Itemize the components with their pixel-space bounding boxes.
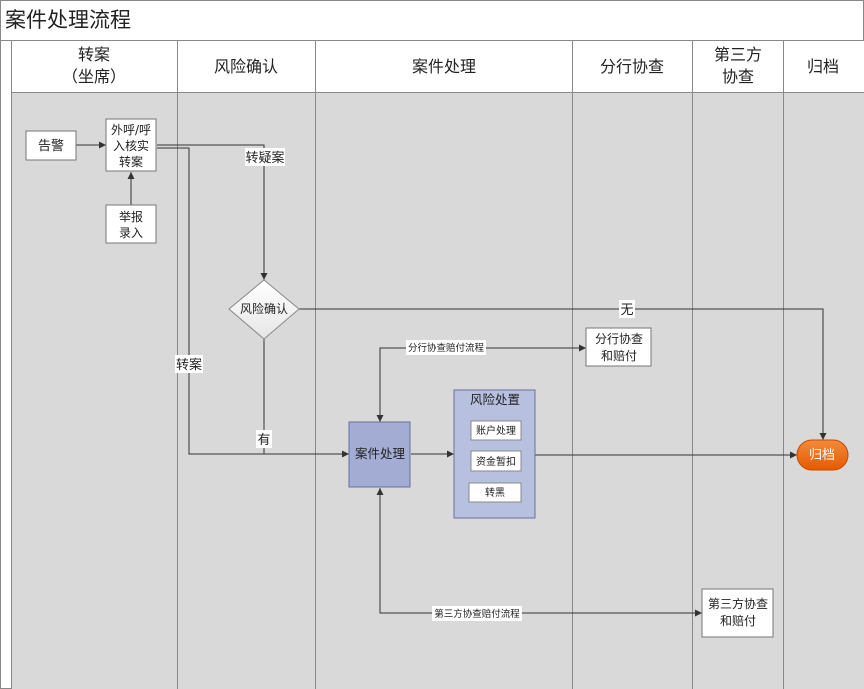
node-call-verify-l3: 转案: [119, 154, 143, 169]
label-bg: [432, 606, 522, 621]
label-bg: [245, 148, 285, 166]
lane-header-case: 案件处理: [412, 57, 476, 76]
node-third-l2: 和赔付: [720, 613, 756, 628]
edge-verify-to-risk: [157, 144, 268, 280]
lane-header-row: [11, 41, 864, 92]
label-transfer-case: 转案: [176, 358, 202, 373]
label-third-flow: 第三方协查赔付流程: [434, 608, 520, 620]
node-alarm-label: 告警: [38, 138, 64, 154]
node-alarm[interactable]: 告警: [25, 130, 77, 161]
node-call-verify[interactable]: 外呼/呼 入核实 转案: [105, 118, 157, 172]
label-bg: [619, 300, 635, 318]
label-no-risk: 无: [620, 303, 633, 318]
node-risk-disposal[interactable]: 风险处置 账户处理 资金暂扣 转黑: [453, 389, 536, 519]
node-report-entry[interactable]: 举报 录入: [105, 204, 157, 244]
edge-case-third: [376, 488, 702, 617]
edge-verify-to-case: [157, 147, 349, 458]
node-risk-disposal-title: 风险处置: [470, 392, 520, 407]
node-branch-l2: 和赔付: [601, 348, 637, 363]
lane-header-third-sub: 协查: [722, 67, 754, 86]
node-report-entry-l1: 举报: [119, 209, 143, 224]
node-risk-confirm[interactable]: 风险确认: [228, 279, 300, 340]
diagram-title: 案件处理流程: [5, 8, 131, 32]
label-branch-flow: 分行协查赔付流程: [408, 342, 485, 354]
lane-header-transfer: 转案: [78, 45, 110, 64]
lane-header-transfer-sub: （坐席）: [62, 67, 126, 86]
label-bg: [406, 340, 486, 355]
disposal-item-blacklist[interactable]: 转黑: [468, 482, 522, 503]
lane-header-risk: 风险确认: [214, 57, 278, 76]
lane-header-third: 第三方: [714, 45, 762, 64]
label-has-risk: 有: [257, 433, 270, 448]
node-archive-label: 归档: [809, 448, 835, 463]
node-report-entry-l2: 录入: [119, 226, 143, 240]
label-bg: [175, 355, 203, 373]
disposal-item-freeze[interactable]: 资金暂扣: [470, 450, 522, 472]
disposal-item-account-label: 账户处理: [476, 424, 516, 437]
lane-header-branch: 分行协查: [600, 57, 664, 76]
node-case-handling-label: 案件处理: [355, 446, 406, 461]
node-archive[interactable]: 归档: [796, 439, 849, 471]
node-third-l1: 第三方协查: [708, 596, 768, 611]
disposal-item-freeze-label: 资金暂扣: [476, 455, 516, 468]
node-branch-compensation[interactable]: 分行协查 和赔付: [585, 327, 652, 367]
edge-case-branch: [376, 344, 586, 422]
disposal-item-blacklist-label: 转黑: [485, 486, 505, 499]
node-call-verify-l1: 外呼/呼: [111, 123, 151, 137]
label-suspect-transfer: 转疑案: [245, 150, 284, 166]
node-risk-confirm-label: 风险确认: [240, 301, 288, 316]
edge-risk-to-archive: [299, 308, 827, 440]
lane-header-archive: 归档: [807, 57, 839, 76]
node-branch-l1: 分行协查: [595, 331, 643, 346]
node-third-party-compensation[interactable]: 第三方协查 和赔付: [701, 588, 774, 638]
disposal-item-account[interactable]: 账户处理: [470, 420, 522, 441]
label-bg: [256, 430, 272, 448]
node-call-verify-l2: 入核实: [113, 138, 149, 153]
node-case-handling[interactable]: 案件处理: [348, 421, 411, 488]
